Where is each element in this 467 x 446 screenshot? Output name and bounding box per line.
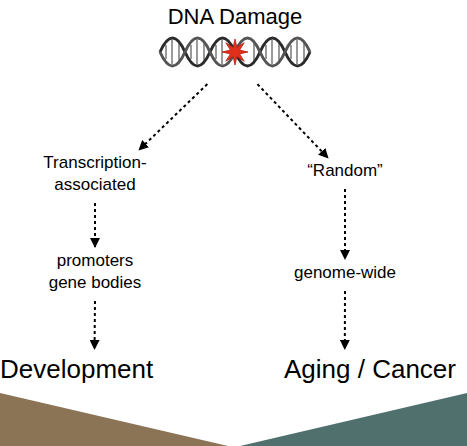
node-text: DNA Damage xyxy=(150,2,320,31)
node-text: Transcription- associated xyxy=(35,152,155,196)
dna-helix xyxy=(160,38,310,66)
helix-rungs xyxy=(166,40,304,64)
node-text: Aging / Cancer xyxy=(280,352,460,386)
dashed-arrow xyxy=(257,84,327,158)
damage-node: DNA Damage xyxy=(150,2,320,82)
target-label: genome-wide xyxy=(285,262,405,288)
node-text: Development xyxy=(0,352,150,386)
node-text: genome-wide xyxy=(285,262,405,284)
damage-star xyxy=(222,39,248,65)
development-wedge xyxy=(0,393,228,446)
helix-strand xyxy=(160,38,310,66)
pathway-label: “Random” xyxy=(295,160,395,186)
aging-cancer-wedge xyxy=(240,393,467,446)
helix-strand xyxy=(160,38,310,66)
target-label: promoters gene bodies xyxy=(45,250,145,298)
node-text: promoters gene bodies xyxy=(45,250,145,294)
outcome-label: Development xyxy=(0,352,150,388)
pathway-label: Transcription- associated xyxy=(35,152,155,200)
node-text: “Random” xyxy=(295,160,395,182)
dashed-arrow xyxy=(344,189,346,259)
dashed-arrow xyxy=(94,203,96,247)
outcome-label: Aging / Cancer xyxy=(280,352,460,388)
dashed-arrow xyxy=(344,291,346,349)
dashed-arrow xyxy=(94,301,96,349)
dashed-arrow xyxy=(139,84,207,150)
